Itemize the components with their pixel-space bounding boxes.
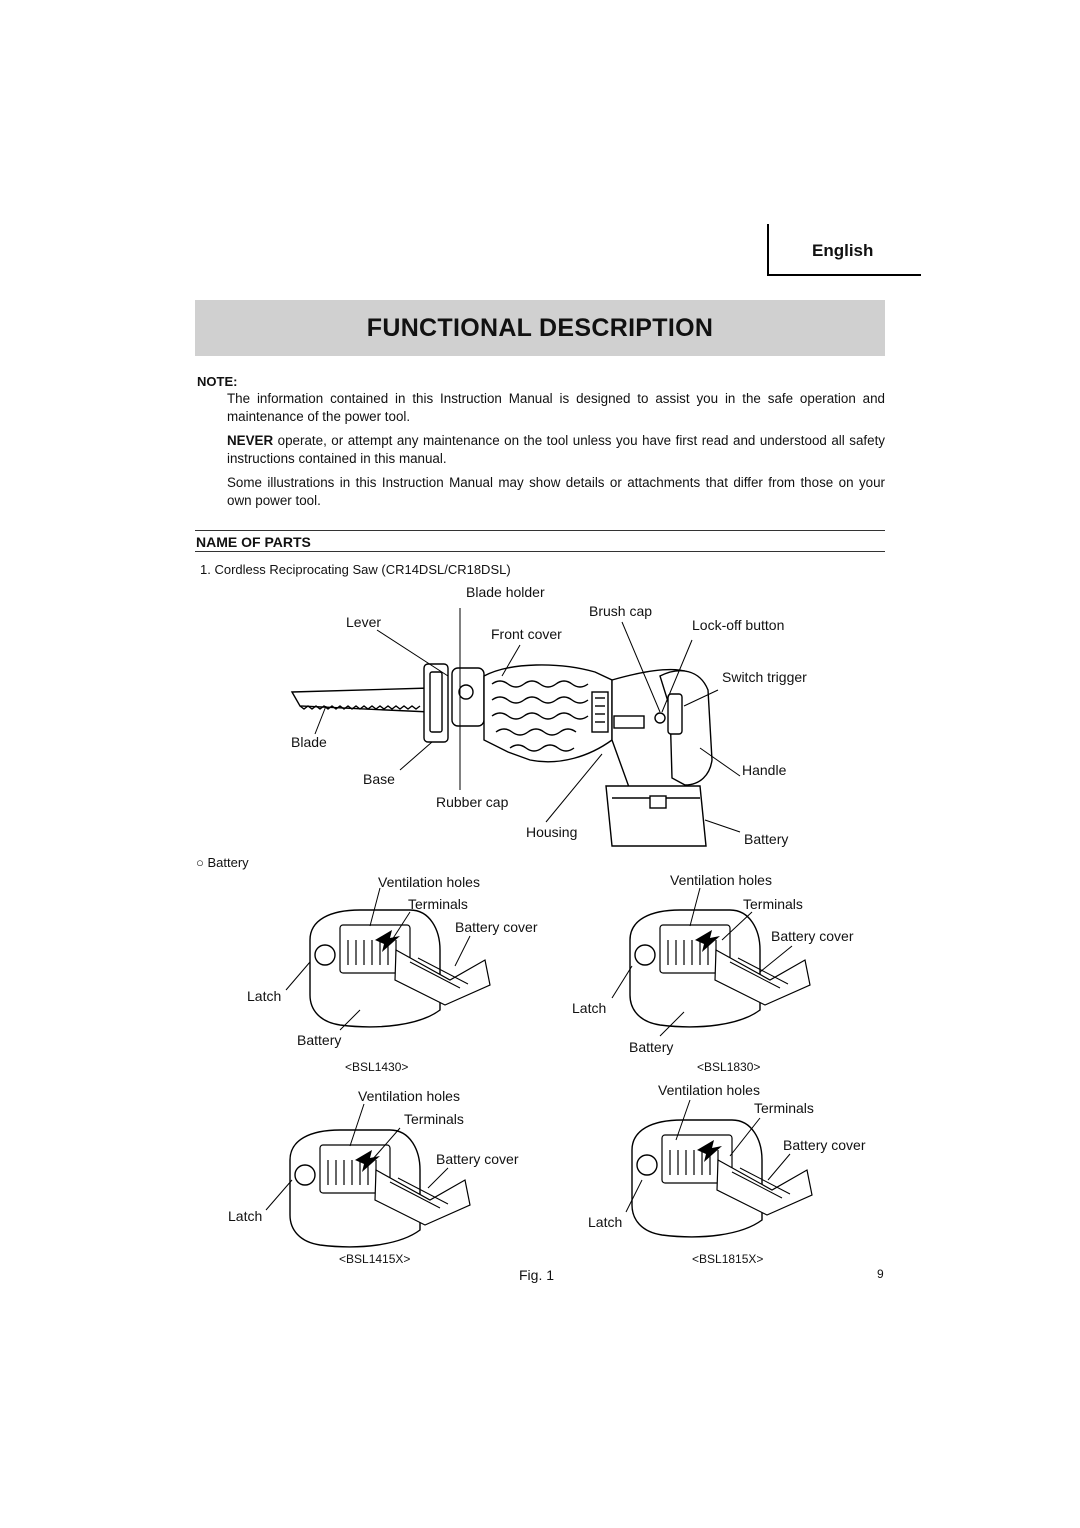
switch-trigger-shape	[667, 693, 683, 735]
label-handle: Handle	[742, 762, 787, 778]
bsl1830-ventilation-holes-label: Ventilation holes	[670, 872, 772, 888]
note-paragraph-3: Some illustrations in this Instruction M…	[227, 475, 885, 508]
bsl1815x-latch-label: Latch	[588, 1214, 623, 1230]
language-tab-frame	[767, 224, 921, 276]
label-base: Base	[363, 771, 395, 787]
tool-battery-shape	[605, 785, 707, 847]
label-brush-cap: Brush cap	[589, 603, 653, 619]
section-title: NAME OF PARTS	[196, 534, 311, 550]
bsl1830-model-label: <BSL1830>	[697, 1060, 761, 1074]
lock-off-button-shape	[654, 712, 666, 724]
bsl1430-battery-label: Battery	[297, 1032, 342, 1048]
note-label: NOTE:	[197, 374, 238, 389]
bsl1815x-terminals-label: Terminals	[754, 1100, 814, 1116]
label-lock-off-button: Lock-off button	[692, 617, 785, 633]
battery-section-header: ○ Battery	[196, 855, 249, 870]
label-housing: Housing	[526, 824, 578, 840]
bsl1830-battery-label: Battery	[629, 1039, 674, 1055]
bsl1430-model-label: <BSL1430>	[345, 1060, 409, 1074]
label-blade: Blade	[291, 734, 327, 750]
label-battery: Battery	[744, 831, 789, 847]
note-paragraph-2: NEVER operate, or attempt any maintenanc…	[227, 432, 885, 468]
bsl1830-battery-cover-label: Battery cover	[771, 928, 854, 944]
bsl1415x-ventilation-holes-label: Ventilation holes	[358, 1088, 460, 1104]
never-emphasis: NEVER	[227, 433, 274, 448]
bsl1830-terminals-label: Terminals	[743, 896, 803, 912]
note-paragraph-1: The information contained in this Instru…	[227, 391, 885, 424]
battery-drawing-bsl1415x	[289, 1129, 471, 1248]
label-blade-holder: Blade holder	[466, 584, 545, 600]
bsl1815x-ventilation-holes-label: Ventilation holes	[658, 1082, 760, 1098]
bsl1430-ventilation-holes-label: Ventilation holes	[378, 874, 480, 890]
page-title: FUNCTIONAL DESCRIPTION	[366, 313, 714, 342]
figure-caption: Fig. 1	[519, 1267, 555, 1283]
circle-bullet-icon: ○	[196, 855, 204, 870]
bsl1815x-model-label: <BSL1815X>	[692, 1252, 764, 1266]
label-switch-trigger: Switch trigger	[722, 669, 807, 685]
title-bar: FUNCTIONAL DESCRIPTION	[195, 300, 885, 356]
section-rule-bottom	[195, 551, 885, 552]
blade-teeth	[299, 705, 421, 710]
bsl1430-latch-label: Latch	[247, 988, 282, 1004]
bsl1415x-model-label: <BSL1415X>	[339, 1252, 411, 1266]
bsl1415x-latch-label: Latch	[228, 1208, 263, 1224]
label-front-cover: Front cover	[491, 626, 562, 642]
label-rubber-cap: Rubber cap	[436, 794, 509, 810]
bsl1430-battery-cover-label: Battery cover	[455, 919, 538, 935]
language-label: English	[812, 241, 874, 260]
battery-section-label: Battery	[207, 855, 249, 870]
item-saw-title: 1. Cordless Reciprocating Saw (CR14DSL/C…	[200, 562, 511, 577]
bsl1430-terminals-label: Terminals	[408, 896, 468, 912]
label-lever: Lever	[346, 614, 382, 630]
bsl1415x-terminals-label: Terminals	[404, 1111, 464, 1127]
note-paragraph-2-text: operate, or attempt any maintenance on t…	[227, 433, 885, 466]
section-rule-top	[195, 530, 885, 531]
bsl1815x-battery-cover-label: Battery cover	[783, 1137, 866, 1153]
bsl1415x-battery-cover-label: Battery cover	[436, 1151, 519, 1167]
bsl1830-latch-label: Latch	[572, 1000, 607, 1016]
page-number: 9	[877, 1267, 884, 1281]
